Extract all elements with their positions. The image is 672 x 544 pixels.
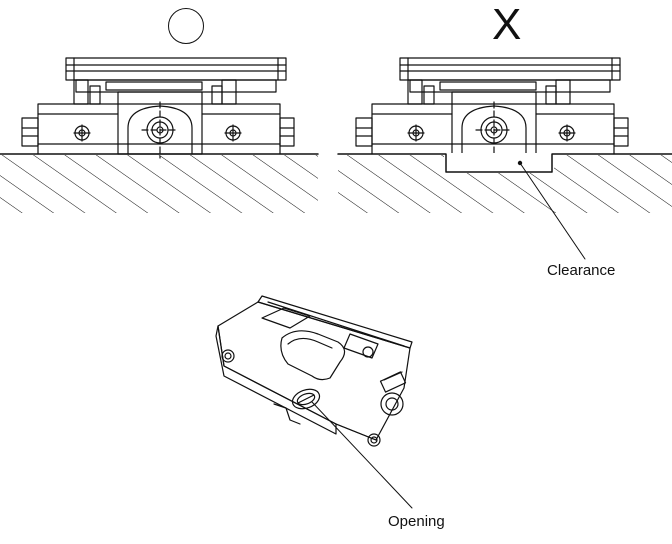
incorrect-symbol: X: [492, 0, 522, 49]
clearance-label: Clearance: [547, 262, 616, 279]
incorrect-mounting-view: [338, 57, 672, 259]
carriage-isometric-view: [216, 296, 412, 508]
opening-label: Opening: [388, 513, 445, 530]
correct-symbol: ○: [168, 8, 204, 44]
correct-mounting-view: [0, 57, 318, 213]
